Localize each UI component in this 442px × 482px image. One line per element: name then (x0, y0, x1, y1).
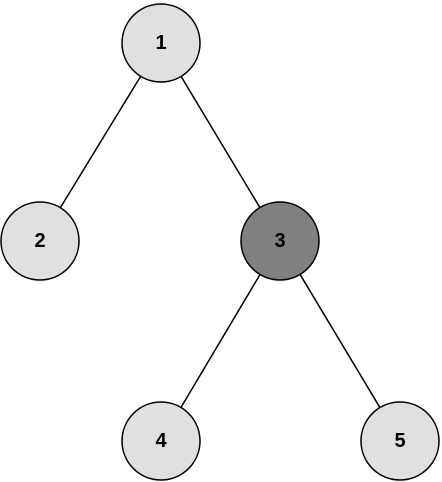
edges-layer (59, 75, 381, 408)
edge-1-3 (180, 76, 261, 208)
edge-1-2 (59, 75, 142, 209)
tree-node-2: 2 (0, 201, 80, 281)
edge-3-4 (180, 274, 261, 408)
tree-node-1: 1 (121, 3, 201, 83)
node-label: 5 (394, 430, 405, 452)
node-circle (121, 3, 201, 83)
node-label: 2 (34, 230, 45, 252)
tree-node-4: 4 (121, 401, 201, 481)
node-label: 3 (274, 230, 285, 252)
node-label: 1 (155, 32, 166, 54)
tree-node-5: 5 (360, 401, 440, 481)
node-circle (240, 201, 320, 281)
edge-3-5 (299, 274, 381, 408)
node-label: 4 (155, 430, 167, 452)
node-circle (121, 401, 201, 481)
node-circle (0, 201, 80, 281)
nodes-layer: 1 2 3 4 5 (0, 3, 440, 481)
tree-node-3: 3 (240, 201, 320, 281)
node-circle (360, 401, 440, 481)
